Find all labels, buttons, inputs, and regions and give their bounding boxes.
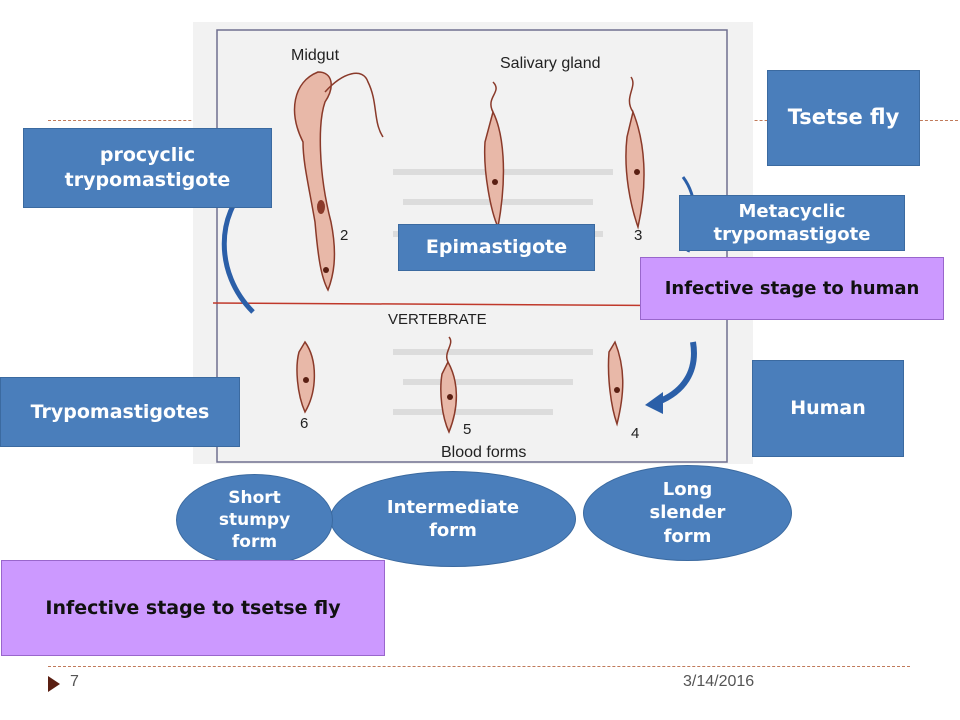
cycle-arrow-right-bottom (656, 341, 697, 405)
cell-1-procyclic (293, 71, 384, 292)
callout-procyclic-trypomastigote: procyclic trypomastigote (23, 128, 272, 208)
cell-6-short-stumpy (296, 340, 316, 414)
bottom-dashed-rule (48, 666, 910, 667)
oval-short-stumpy-form: Short stumpy form (176, 474, 333, 566)
cell-3-metacyclic (625, 76, 645, 230)
label-salivary-gland: Salivary gland (500, 55, 601, 72)
callout-epimastigote: Epimastigote (398, 224, 595, 271)
faded-background-text (393, 169, 613, 415)
number-6: 6 (300, 415, 308, 432)
callout-infective-stage-human: Infective stage to human (640, 257, 944, 320)
number-5: 5 (463, 421, 471, 438)
callout-trypomastigotes: Trypomastigotes (0, 377, 240, 447)
page-number: 7 (70, 673, 79, 690)
callout-tsetse-fly: Tsetse fly (767, 70, 920, 166)
label-vertebrate: VERTEBRATE (388, 311, 487, 328)
number-2: 2 (340, 227, 348, 244)
number-3: 3 (634, 227, 642, 244)
label-blood-forms: Blood forms (441, 444, 526, 461)
oval-long-slender-form: Long slender form (583, 465, 792, 561)
footer-triangle-icon (48, 676, 60, 692)
cell-2-epimastigote (483, 81, 505, 230)
label-midgut: Midgut (291, 47, 340, 64)
cell-5-intermediate (440, 336, 458, 434)
slide-date: 3/14/2016 (683, 673, 755, 690)
oval-intermediate-form: Intermediate form (330, 471, 576, 567)
cell-4-long-slender (607, 340, 624, 427)
callout-human: Human (752, 360, 904, 457)
cycle-arrow-right-head (645, 392, 663, 414)
number-4: 4 (631, 425, 639, 442)
callout-infective-stage-tsetse: Infective stage to tsetse fly (1, 560, 385, 656)
callout-metacyclic-trypomastigote: Metacyclic trypomastigote (679, 195, 905, 251)
